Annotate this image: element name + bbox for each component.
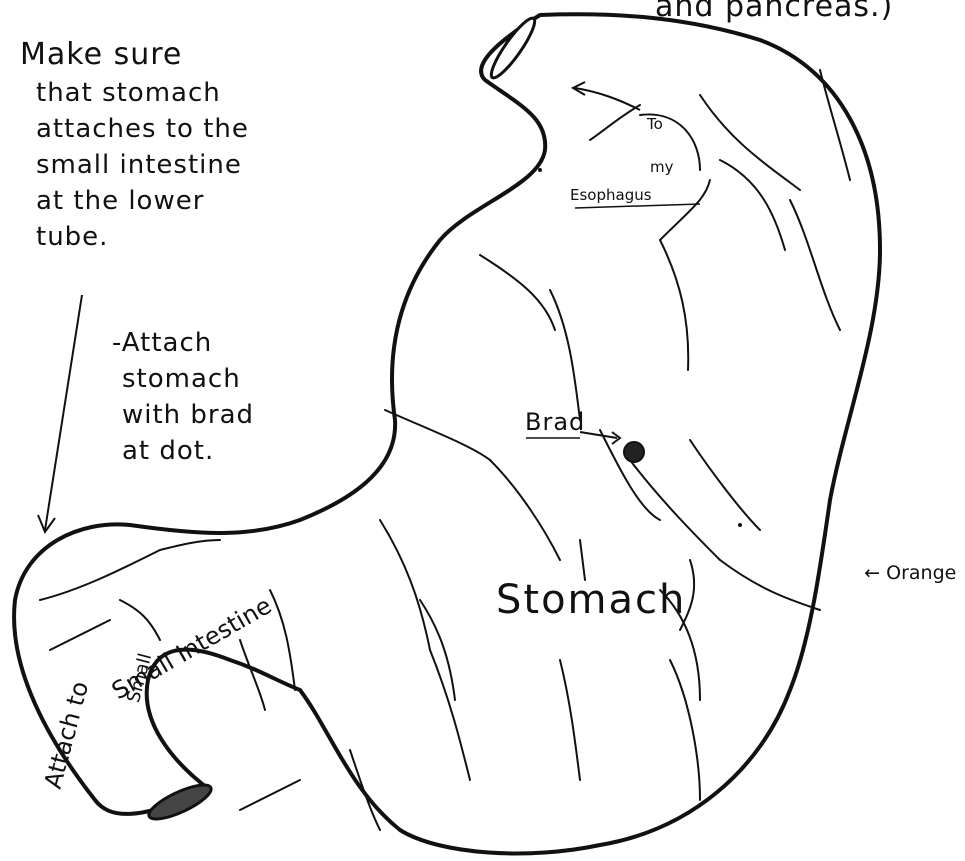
stomach-label: Stomach xyxy=(496,580,686,620)
instruction-1-line: attaches to the xyxy=(36,116,249,142)
instruction-1-line: small intestine xyxy=(36,152,249,178)
esophagus-arrow xyxy=(575,88,640,110)
instruction-1-line: at the lower xyxy=(36,188,249,214)
orange-label: ← Orange xyxy=(840,545,956,602)
intestine-arrow xyxy=(45,295,82,530)
esophagus-label-my: my xyxy=(650,160,674,175)
instruction-block-2: -Attach stomach with brad at dot. xyxy=(112,330,244,434)
instruction-block-1: Make sure that stomach attaches to the s… xyxy=(20,40,233,200)
instruction-2-line: at dot. xyxy=(122,438,254,464)
intestine-label-attach: Attach to xyxy=(39,678,94,791)
instruction-2-line: stomach xyxy=(122,366,254,392)
brad-dot xyxy=(624,442,644,462)
esophagus-label-to: To xyxy=(647,117,663,132)
instruction-1-line: Make sure xyxy=(20,40,233,70)
instruction-2-line: -Attach xyxy=(112,330,244,356)
brad-label: Brad xyxy=(525,410,585,434)
instruction-2-line: with brad xyxy=(122,402,254,428)
intestine-opening xyxy=(145,779,215,826)
instruction-1-line: that stomach xyxy=(36,80,249,106)
header-fragment: and pancreas.) xyxy=(655,0,893,22)
left-arrow-icon: ← xyxy=(864,562,886,584)
brad-pointer xyxy=(580,432,617,438)
orange-label-text: Orange xyxy=(886,562,956,584)
esophagus-label: Esophagus xyxy=(570,188,652,203)
instruction-1-line: tube. xyxy=(36,224,249,250)
